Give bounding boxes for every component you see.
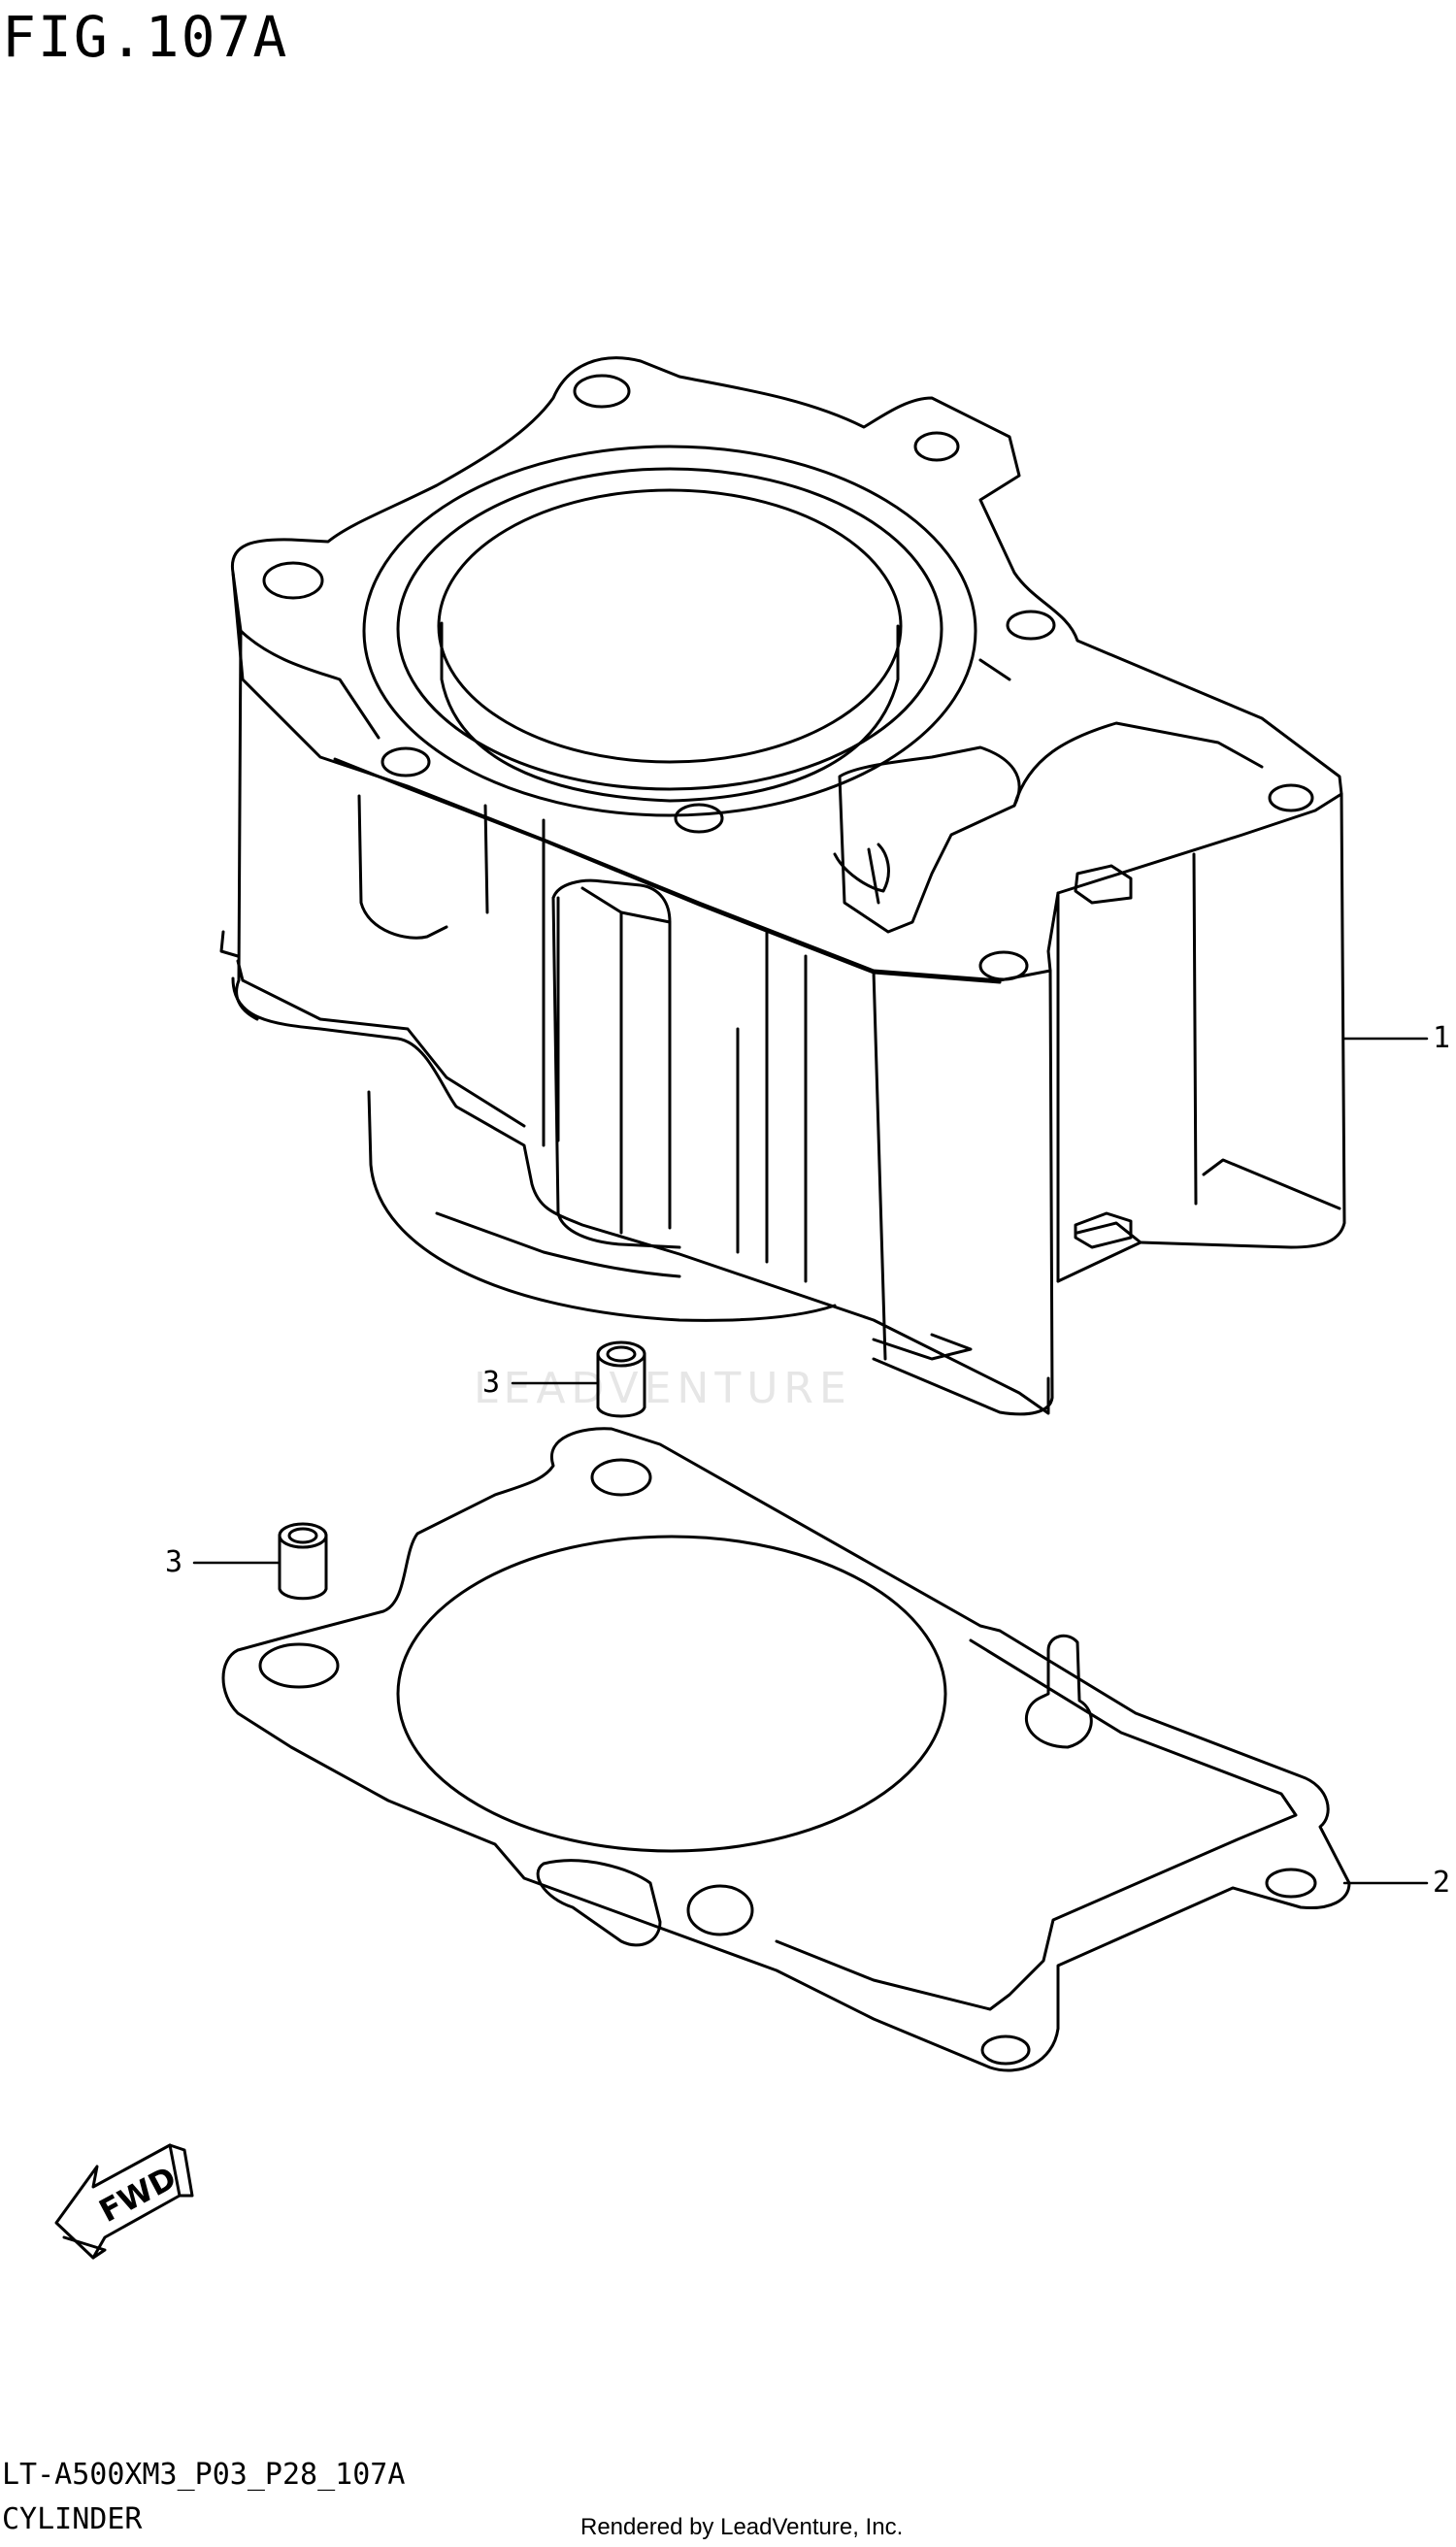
callout-3-upper: 3 [482, 1366, 501, 1400]
figure-title: FIG.107A [2, 4, 289, 70]
forward-arrow-icon: FWD [54, 2143, 194, 2260]
rendered-by-credit: Rendered by LeadVenture, Inc. [580, 2514, 904, 2540]
model-code: LT-A500XM3_P03_P28_107A [2, 2458, 406, 2492]
dowel-pin-upper[interactable] [596, 1340, 646, 1418]
watermark-text: LEADVENTURE [474, 1364, 852, 1413]
dowel-pin-lower[interactable] [278, 1522, 328, 1601]
callout-3-lower: 3 [165, 1545, 183, 1579]
callout-2: 2 [1433, 1866, 1451, 1900]
callout-1: 1 [1433, 1021, 1451, 1055]
assembly-name: CYLINDER [2, 2502, 143, 2536]
cylinder-gasket[interactable] [221, 1427, 1351, 2072]
cylinder-block[interactable] [219, 356, 1346, 1416]
